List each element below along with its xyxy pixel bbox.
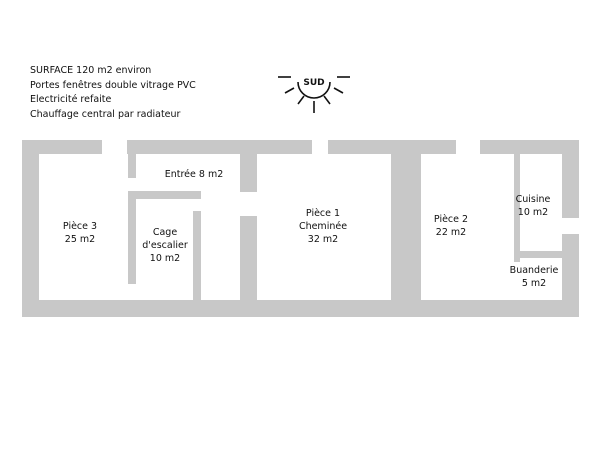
room-piece1-area: 32 m2 (307, 234, 339, 245)
sun-icon (278, 76, 350, 113)
room-piece3: Pièce 3 25 m2 (50, 220, 110, 246)
room-buanderie: Buanderie 5 m2 (506, 264, 562, 290)
note-windows: Portes fenêtres double vitrage PVC (30, 79, 196, 91)
door-piece3 (128, 178, 136, 191)
room-buanderie-area: 5 m2 (521, 278, 547, 289)
room-cuisine-area: 10 m2 (517, 207, 549, 218)
opening-piece3-bottom (128, 284, 136, 300)
door-piece1 (240, 192, 257, 216)
room-piece1-desc: Cheminée (298, 221, 348, 232)
wall-top-4 (480, 140, 579, 154)
sun-orientation-indicator: SUD (276, 66, 352, 114)
room-entree-label: Entrée 8 m2 (164, 169, 224, 180)
room-cage-escalier: Cage d'escalier 10 m2 (136, 226, 194, 265)
wall-bottom (22, 300, 579, 317)
room-cage-name-1: Cage (152, 227, 178, 238)
room-cuisine-name: Cuisine (515, 194, 551, 205)
room-buanderie-name: Buanderie (509, 265, 559, 276)
orientation-label: SUD (303, 78, 325, 88)
wall-buanderie-top (520, 251, 562, 258)
room-cuisine: Cuisine 10 m2 (510, 193, 556, 219)
wall-entree-south (136, 191, 196, 199)
note-surface: SURFACE 120 m2 environ (30, 65, 152, 76)
room-piece3-name: Pièce 3 (62, 221, 98, 232)
room-piece1-name: Pièce 1 (305, 208, 341, 219)
wall-top-1 (22, 140, 102, 154)
wall-cuisine-west (514, 152, 520, 262)
wall-right-upper (562, 140, 579, 218)
wall-left (22, 140, 39, 317)
room-entree: Entrée 8 m2 (158, 168, 230, 181)
room-cage-area: 10 m2 (149, 253, 181, 264)
note-electricity: Electricité refaite (30, 94, 112, 105)
room-cage-name-2: d'escalier (142, 240, 188, 251)
wall-cage-east (193, 191, 201, 300)
room-piece2-name: Pièce 2 (433, 214, 469, 225)
wall-top-3 (328, 140, 456, 154)
room-piece3-area: 25 m2 (64, 234, 96, 245)
room-piece2: Pièce 2 22 m2 (426, 213, 476, 239)
room-piece2-area: 22 m2 (435, 227, 467, 238)
wall-piece1-east (391, 154, 421, 300)
wall-entree-east-top (240, 154, 257, 192)
wall-top-2 (127, 140, 312, 154)
room-piece1: Pièce 1 Cheminée 32 m2 (288, 207, 358, 246)
wall-right-lower (562, 234, 579, 317)
door-cage (193, 199, 201, 211)
wall-entree-east-bottom (240, 216, 257, 300)
wall-piece3-east (128, 154, 136, 300)
note-heating: Chauffage central par radiateur (30, 108, 181, 120)
property-notes: SURFACE 120 m2 environ Portes fenêtres d… (30, 64, 196, 122)
